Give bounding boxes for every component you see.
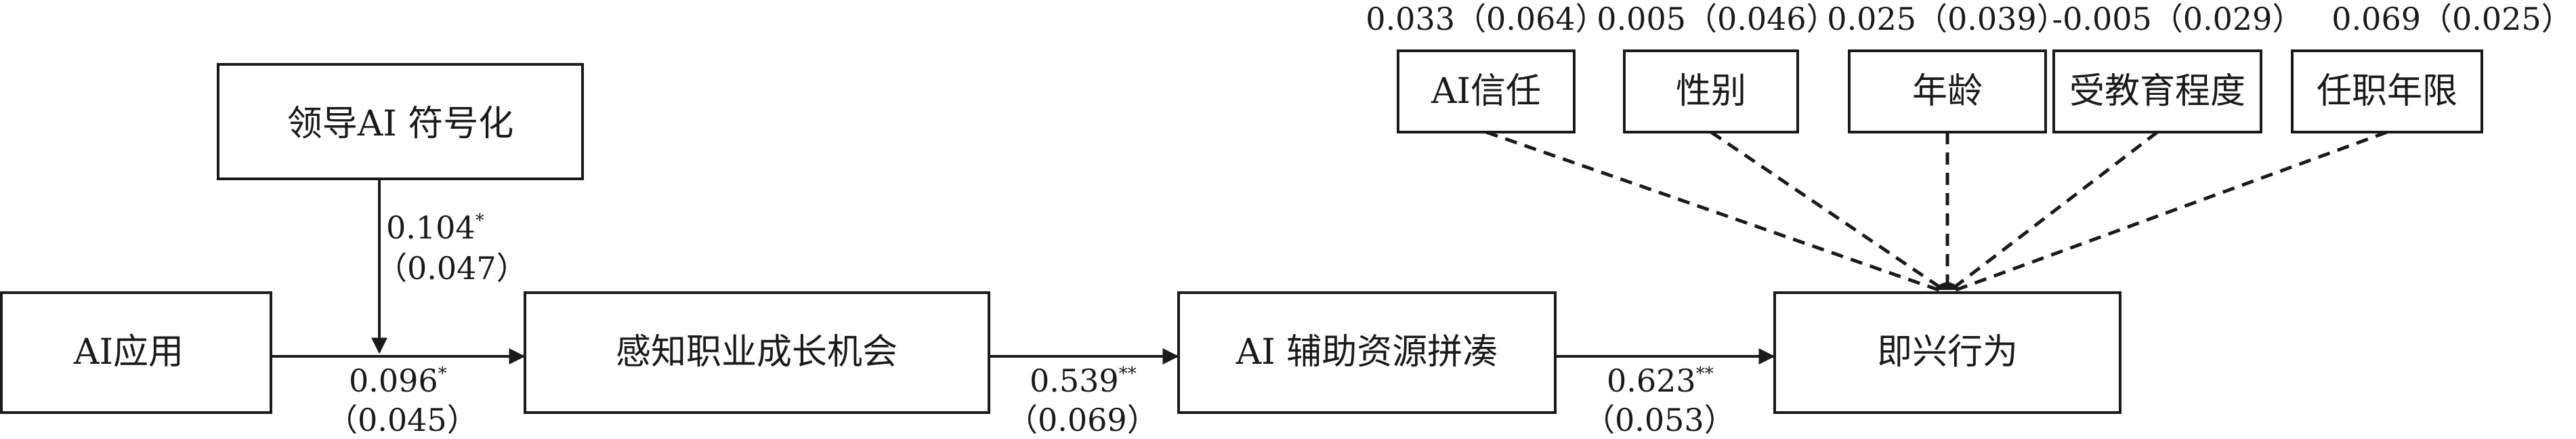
control-box-education: 受教育程度 (2052, 49, 2262, 133)
control-box-tenure: 任职年限 (2291, 49, 2483, 133)
arrow-gender-to-improvisation (1710, 130, 1945, 292)
control-coef-ai-trust: 0.033（0.064） (1366, 1, 1606, 37)
main-arrows (271, 179, 1775, 364)
svg-text:0.623**: 0.623** (1607, 362, 1714, 399)
path-coef-moderation: 0.104* （0.047） (376, 209, 528, 287)
arrow-education-to-improvisation (1949, 131, 2159, 291)
control-box-ai-trust: AI信任 (1397, 49, 1576, 133)
svg-text:0.096*: 0.096* (349, 362, 447, 399)
tenure-label: 任职年限 (2317, 71, 2457, 112)
path-coef-growth-to-bricolage: 0.539** （0.069） (1007, 362, 1158, 438)
ai-use-label: AI应用 (73, 332, 184, 373)
control-box-age: 年龄 (1848, 49, 2047, 133)
control-coefficients: 0.033（0.064） 0.005（0.046） 0.025（0.039） -… (1366, 1, 2572, 37)
moderator-label: 领导AI 符号化 (287, 104, 514, 144)
moderation-coef: 0.104 (386, 209, 476, 246)
moderator-box: 领导AI 符号化 (217, 63, 584, 180)
control-coef-age: 0.025（0.039） (1827, 1, 2067, 37)
perceived-growth-label: 感知职业成长机会 (616, 332, 898, 373)
moderation-se: （0.047） (376, 250, 528, 287)
control-coef-education: -0.005（0.029） (2052, 1, 2304, 37)
control-coef-gender: 0.005（0.046） (1597, 1, 1837, 37)
svg-text:0.539**: 0.539** (1030, 362, 1137, 399)
moderation-sig: * (476, 211, 484, 231)
growth-to-bricolage-sig: ** (1119, 364, 1137, 384)
bricolage-to-improvisation-se: （0.053） (1584, 402, 1735, 438)
ai-use-to-growth-se: （0.045） (326, 402, 478, 438)
ai-use-to-growth-sig: * (438, 364, 447, 384)
ai-bricolage-box: AI 辅助资源拼凑 (1177, 291, 1557, 414)
gender-label: 性别 (1676, 71, 1746, 112)
control-coef-tenure: 0.069（0.025） (2331, 1, 2572, 37)
growth-to-bricolage-coef: 0.539 (1030, 362, 1119, 399)
bricolage-to-improvisation-sig: ** (1696, 364, 1714, 384)
ai-trust-label: AI信任 (1431, 71, 1541, 112)
perceived-growth-box: 感知职业成长机会 (524, 291, 990, 414)
arrow-ai-trust-to-improvisation (1485, 130, 1943, 293)
ai-bricolage-label: AI 辅助资源拼凑 (1236, 332, 1498, 373)
arrow-tenure-to-improvisation (1951, 130, 2388, 293)
age-label: 年龄 (1912, 71, 1983, 112)
path-coef-bricolage-to-improvisation: 0.623** （0.053） (1584, 362, 1735, 438)
control-arrows (1485, 130, 2388, 293)
control-box-gender: 性别 (1623, 49, 1799, 133)
bricolage-to-improvisation-coef: 0.623 (1607, 362, 1696, 399)
ai-use-to-growth-coef: 0.096 (349, 362, 438, 399)
ai-use-box: AI应用 (0, 291, 272, 414)
svg-text:0.104*: 0.104* (386, 209, 484, 246)
education-label: 受教育程度 (2069, 71, 2245, 112)
path-coef-ai-use-to-growth: 0.096* （0.045） (326, 362, 478, 438)
improvisation-box: 即兴行为 (1773, 291, 2121, 414)
arrowheads-converge (1934, 282, 1961, 290)
improvisation-label: 即兴行为 (1877, 332, 2018, 373)
growth-to-bricolage-se: （0.069） (1007, 402, 1158, 438)
